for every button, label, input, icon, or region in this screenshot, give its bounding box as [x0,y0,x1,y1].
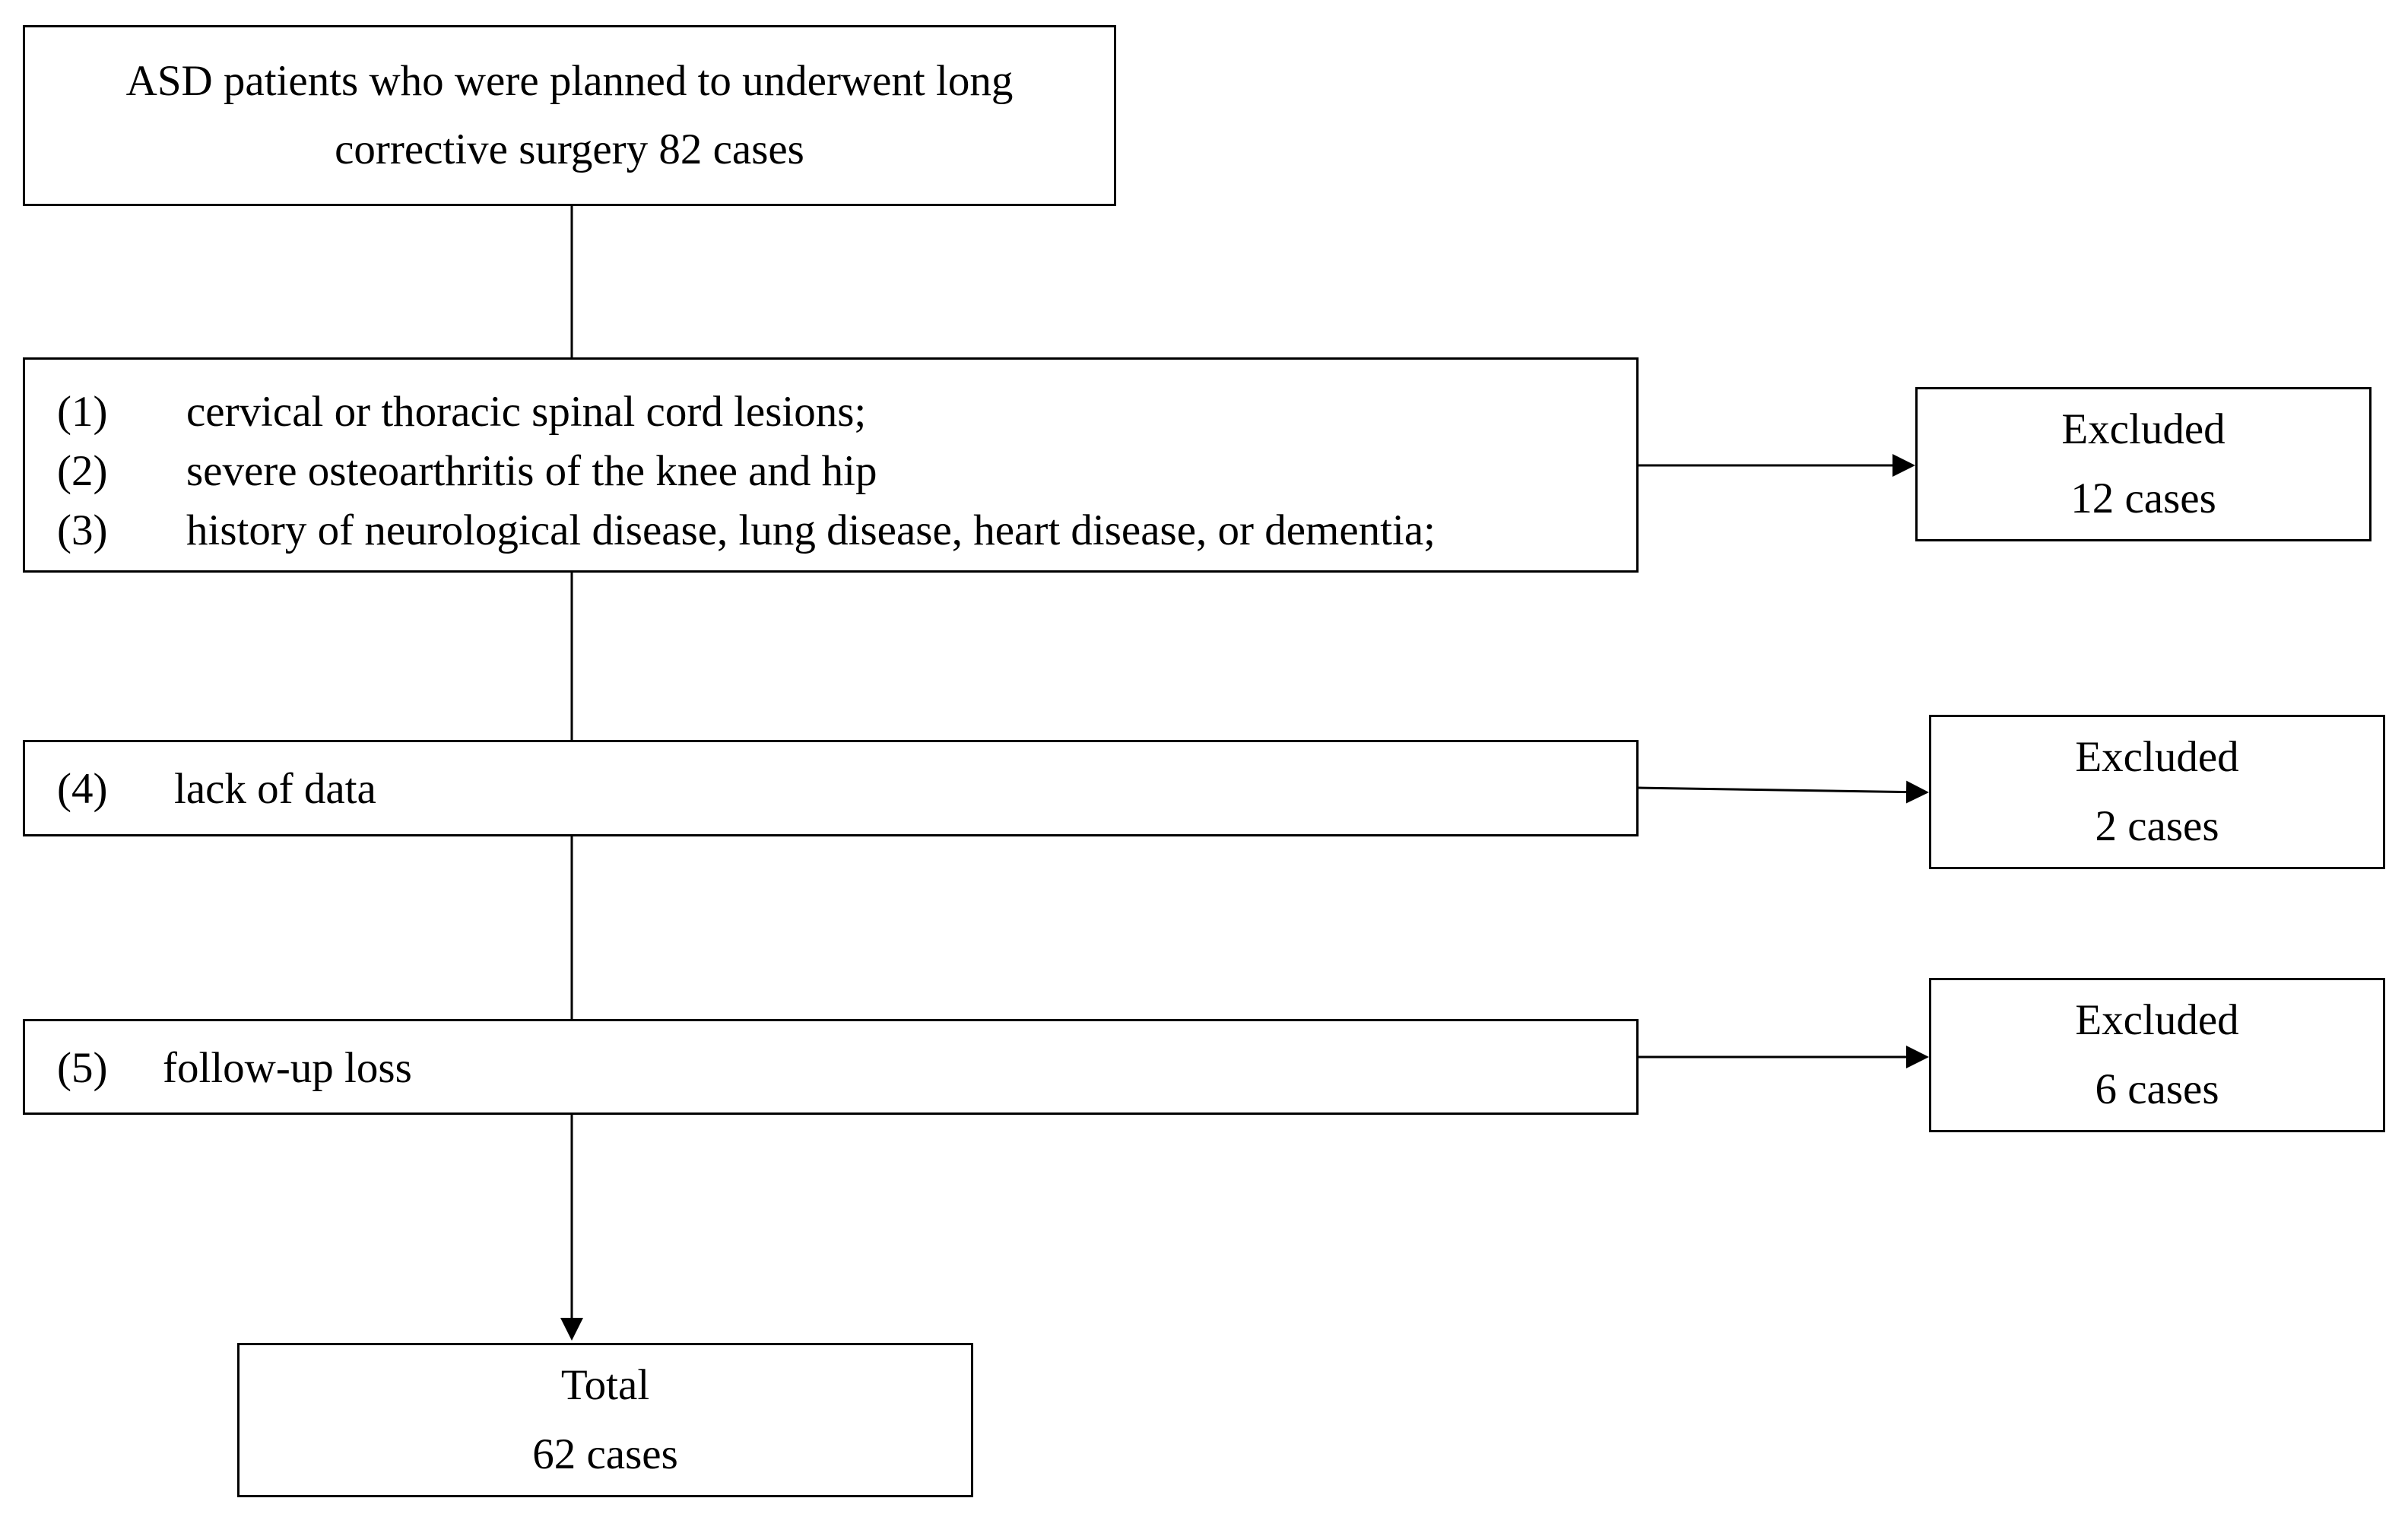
excluded-count: 2 cases [2095,801,2219,850]
excluded-label: Excluded [2061,405,2226,454]
excluded-label: Excluded [2075,733,2239,782]
criteria-text: cervical or thoracic spinal cord lesions… [186,388,867,436]
excluded-box-2: Excluded 2 cases [1929,715,2385,869]
start-box: ASD patients who were planned to underwe… [23,25,1116,206]
start-line-1: ASD patients who were planned to underwe… [125,56,1014,105]
criteria-text: lack of data [174,765,376,813]
criteria-number: (2) [57,447,108,495]
criteria-text: follow-up loss [163,1044,412,1092]
criteria-number: (3) [57,506,108,554]
excluded-box-1: Excluded 12 cases [1915,387,2372,541]
criteria-box-3: (5) follow-up loss [23,1019,1639,1115]
criteria-box-2: (4) lack of data [23,740,1639,836]
criteria-number: (4) [57,765,108,813]
arrow-to-excluded-2 [1638,780,1929,804]
criteria-text: history of neurological disease, lung di… [186,506,1436,554]
criteria-box-1: (1) cervical or thoracic spinal cord les… [23,357,1639,573]
criteria-number: (5) [57,1044,108,1092]
excluded-count: 12 cases [2070,474,2216,522]
total-count: 62 cases [532,1430,678,1478]
excluded-label: Excluded [2075,996,2239,1045]
criteria-number: (1) [57,388,108,436]
excluded-count: 6 cases [2095,1065,2219,1113]
excluded-box-3: Excluded 6 cases [1929,978,2385,1132]
total-box: Total 62 cases [237,1343,973,1497]
criteria-text: severe osteoarthritis of the knee and hi… [186,447,877,495]
start-line-2: corrective surgery 82 cases [335,125,804,173]
total-label: Total [560,1361,650,1410]
